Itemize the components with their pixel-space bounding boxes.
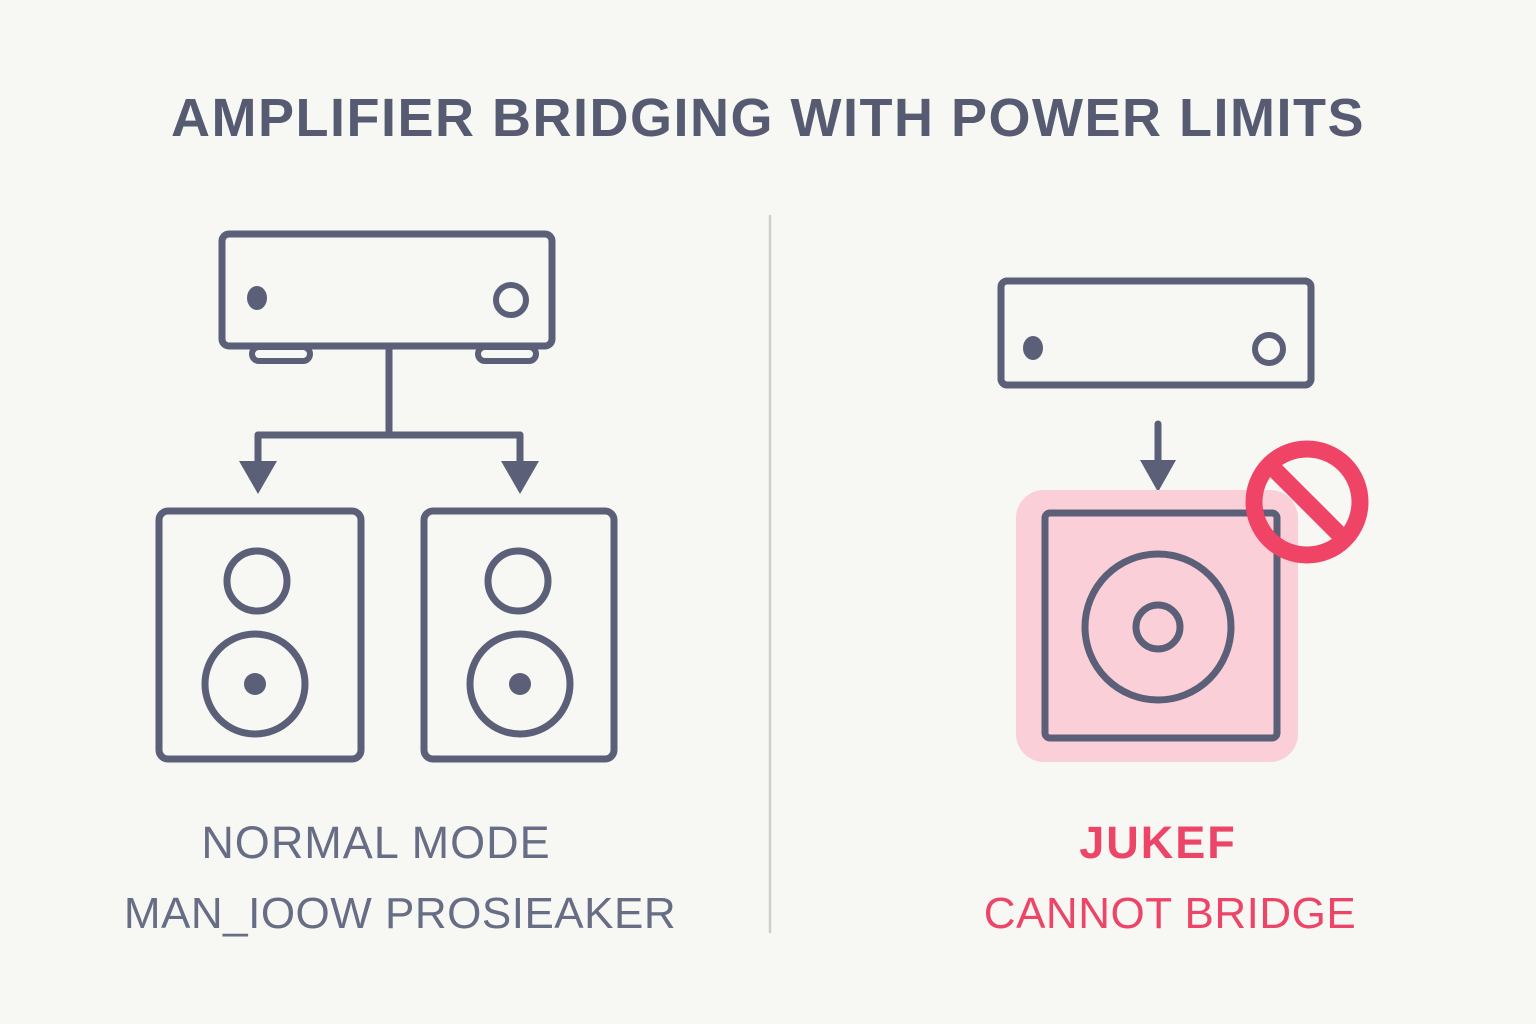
arrowhead-left (239, 461, 277, 494)
woofer-center-dot (244, 673, 266, 695)
right-caption-primary: JUKEF (1079, 817, 1237, 868)
speaker-left[interactable] (155, 507, 365, 763)
left-caption-primary: NORMAL MODE (201, 817, 550, 868)
no-entry-ring (1245, 440, 1369, 564)
bridged-speaker[interactable] (1041, 509, 1281, 742)
warning-highlight-panel (1016, 490, 1298, 762)
amplifier-unit[interactable] (997, 277, 1315, 389)
driver-ring (1081, 550, 1235, 704)
amplifier-chassis (218, 230, 556, 350)
volume-knob[interactable] (1252, 332, 1286, 366)
woofer-ring (201, 630, 309, 738)
volume-knob[interactable] (493, 282, 529, 318)
page-title: AMPLIFIER BRIDGING WITH POWER LIMITS (171, 88, 1365, 148)
right-caption-secondary: CANNOT BRIDGE (984, 889, 1356, 938)
no-entry-slash (1263, 458, 1351, 546)
arrowhead-down (1140, 460, 1176, 492)
arrowhead-right (501, 461, 539, 494)
amplifier-chassis (997, 277, 1315, 389)
amplifier-foot-right (475, 344, 539, 364)
speaker-cabinet (155, 507, 365, 763)
left-caption-secondary: MAN_IOOW PROSIEAKER (124, 889, 676, 938)
split-connection (239, 346, 539, 494)
tweeter-ring (484, 547, 552, 615)
woofer-center-dot (509, 673, 531, 695)
amplifier-foot-left (249, 344, 313, 364)
speaker-cabinet (1041, 509, 1281, 742)
amplifier-unit[interactable] (218, 230, 556, 364)
speaker-right[interactable] (420, 507, 618, 763)
single-connection (1140, 420, 1176, 492)
cannot-bridge-panel: JUKEF CANNOT BRIDGE (984, 277, 1369, 938)
woofer-ring (466, 630, 574, 738)
no-entry-icon[interactable] (1245, 440, 1369, 564)
driver-center-hole (1132, 601, 1184, 653)
normal-mode-panel: NORMAL MODE MAN_IOOW PROSIEAKER (124, 230, 676, 938)
power-led (1023, 336, 1043, 360)
speaker-cabinet (420, 507, 618, 763)
tweeter-ring (223, 547, 291, 615)
power-led (247, 286, 267, 310)
